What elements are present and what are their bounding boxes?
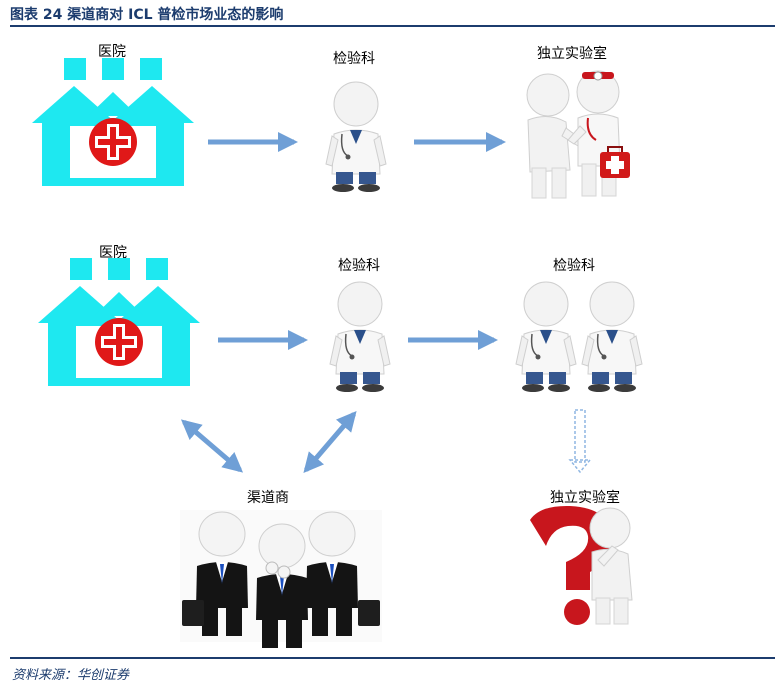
bottom-hospital-icon	[38, 258, 200, 386]
bottom-lab-dept-pair-label: 检验科	[553, 258, 595, 274]
arrow-hospital-distributor	[180, 419, 244, 473]
figure-title: 图表 24 渠道商对 ICL 普检市场业态的影响	[10, 7, 284, 23]
bottom-lab-doctor-figure	[329, 281, 391, 393]
top-independent-lab-figures	[526, 70, 630, 199]
top-lab-doctor-figure	[325, 81, 387, 193]
dashed-arrow-lab-pair-to-independent	[568, 409, 592, 474]
arrow-lab-distributor	[303, 410, 357, 474]
top-hospital-icon	[32, 58, 194, 186]
top-hospital-label: 医院	[98, 44, 126, 60]
bottom-lab-dept-label: 检验科	[338, 258, 380, 274]
footer-rule	[10, 657, 775, 659]
top-lab-dept-label: 检验科	[333, 51, 375, 67]
bottom-independent-lab-label: 独立实验室	[550, 490, 620, 506]
distributor-figures	[180, 510, 382, 649]
bottom-hospital-label: 医院	[99, 245, 127, 261]
title-rule	[10, 25, 775, 27]
independent-lab-question-figure	[530, 505, 633, 625]
distributor-label: 渠道商	[247, 490, 289, 506]
bottom-lab-doctor-pair-figures	[515, 281, 643, 393]
source-note: 资料来源：华创证券	[12, 668, 130, 683]
top-independent-lab-label: 独立实验室	[537, 46, 607, 62]
